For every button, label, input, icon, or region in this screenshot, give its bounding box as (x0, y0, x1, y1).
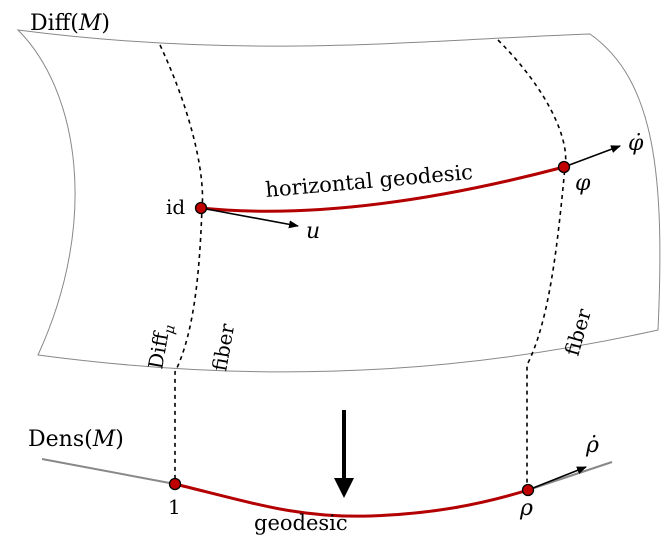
projection-arrow-head (334, 478, 354, 498)
phi-label: φ (575, 171, 591, 196)
diff-surface (16, 29, 661, 373)
diff-m-label: Diff(M) (30, 11, 110, 36)
fiber-left-label: fiber (207, 321, 239, 372)
dens-m-label: Dens(M) (28, 427, 124, 452)
dens-base-line-right (527, 461, 613, 491)
geodesic-curve (174, 482, 529, 518)
phi-dot-arrow (563, 145, 621, 168)
rho-dot-label: ρ̇ (585, 433, 599, 458)
fiber-right-label: fiber (560, 306, 596, 359)
one-point (168, 477, 182, 491)
geodesic-label: geodesic (254, 511, 348, 535)
right-fiber-line (497, 39, 567, 490)
horizontal-geodesic-curve (200, 165, 565, 213)
u-label: u (306, 219, 320, 244)
phi-point (557, 160, 571, 174)
phi-dot-label: φ̇ (628, 131, 644, 156)
dens-base-line (41, 458, 176, 485)
u-arrow (200, 207, 299, 229)
rho-dot-arrow (527, 466, 587, 491)
one-label: 1 (168, 495, 181, 519)
rho-point (521, 483, 535, 497)
diff-mu-label: Diffμ (143, 322, 179, 372)
id-point (194, 201, 208, 215)
rho-label: ρ (519, 496, 533, 521)
id-label: id (166, 195, 185, 219)
left-fiber-line (159, 44, 204, 484)
